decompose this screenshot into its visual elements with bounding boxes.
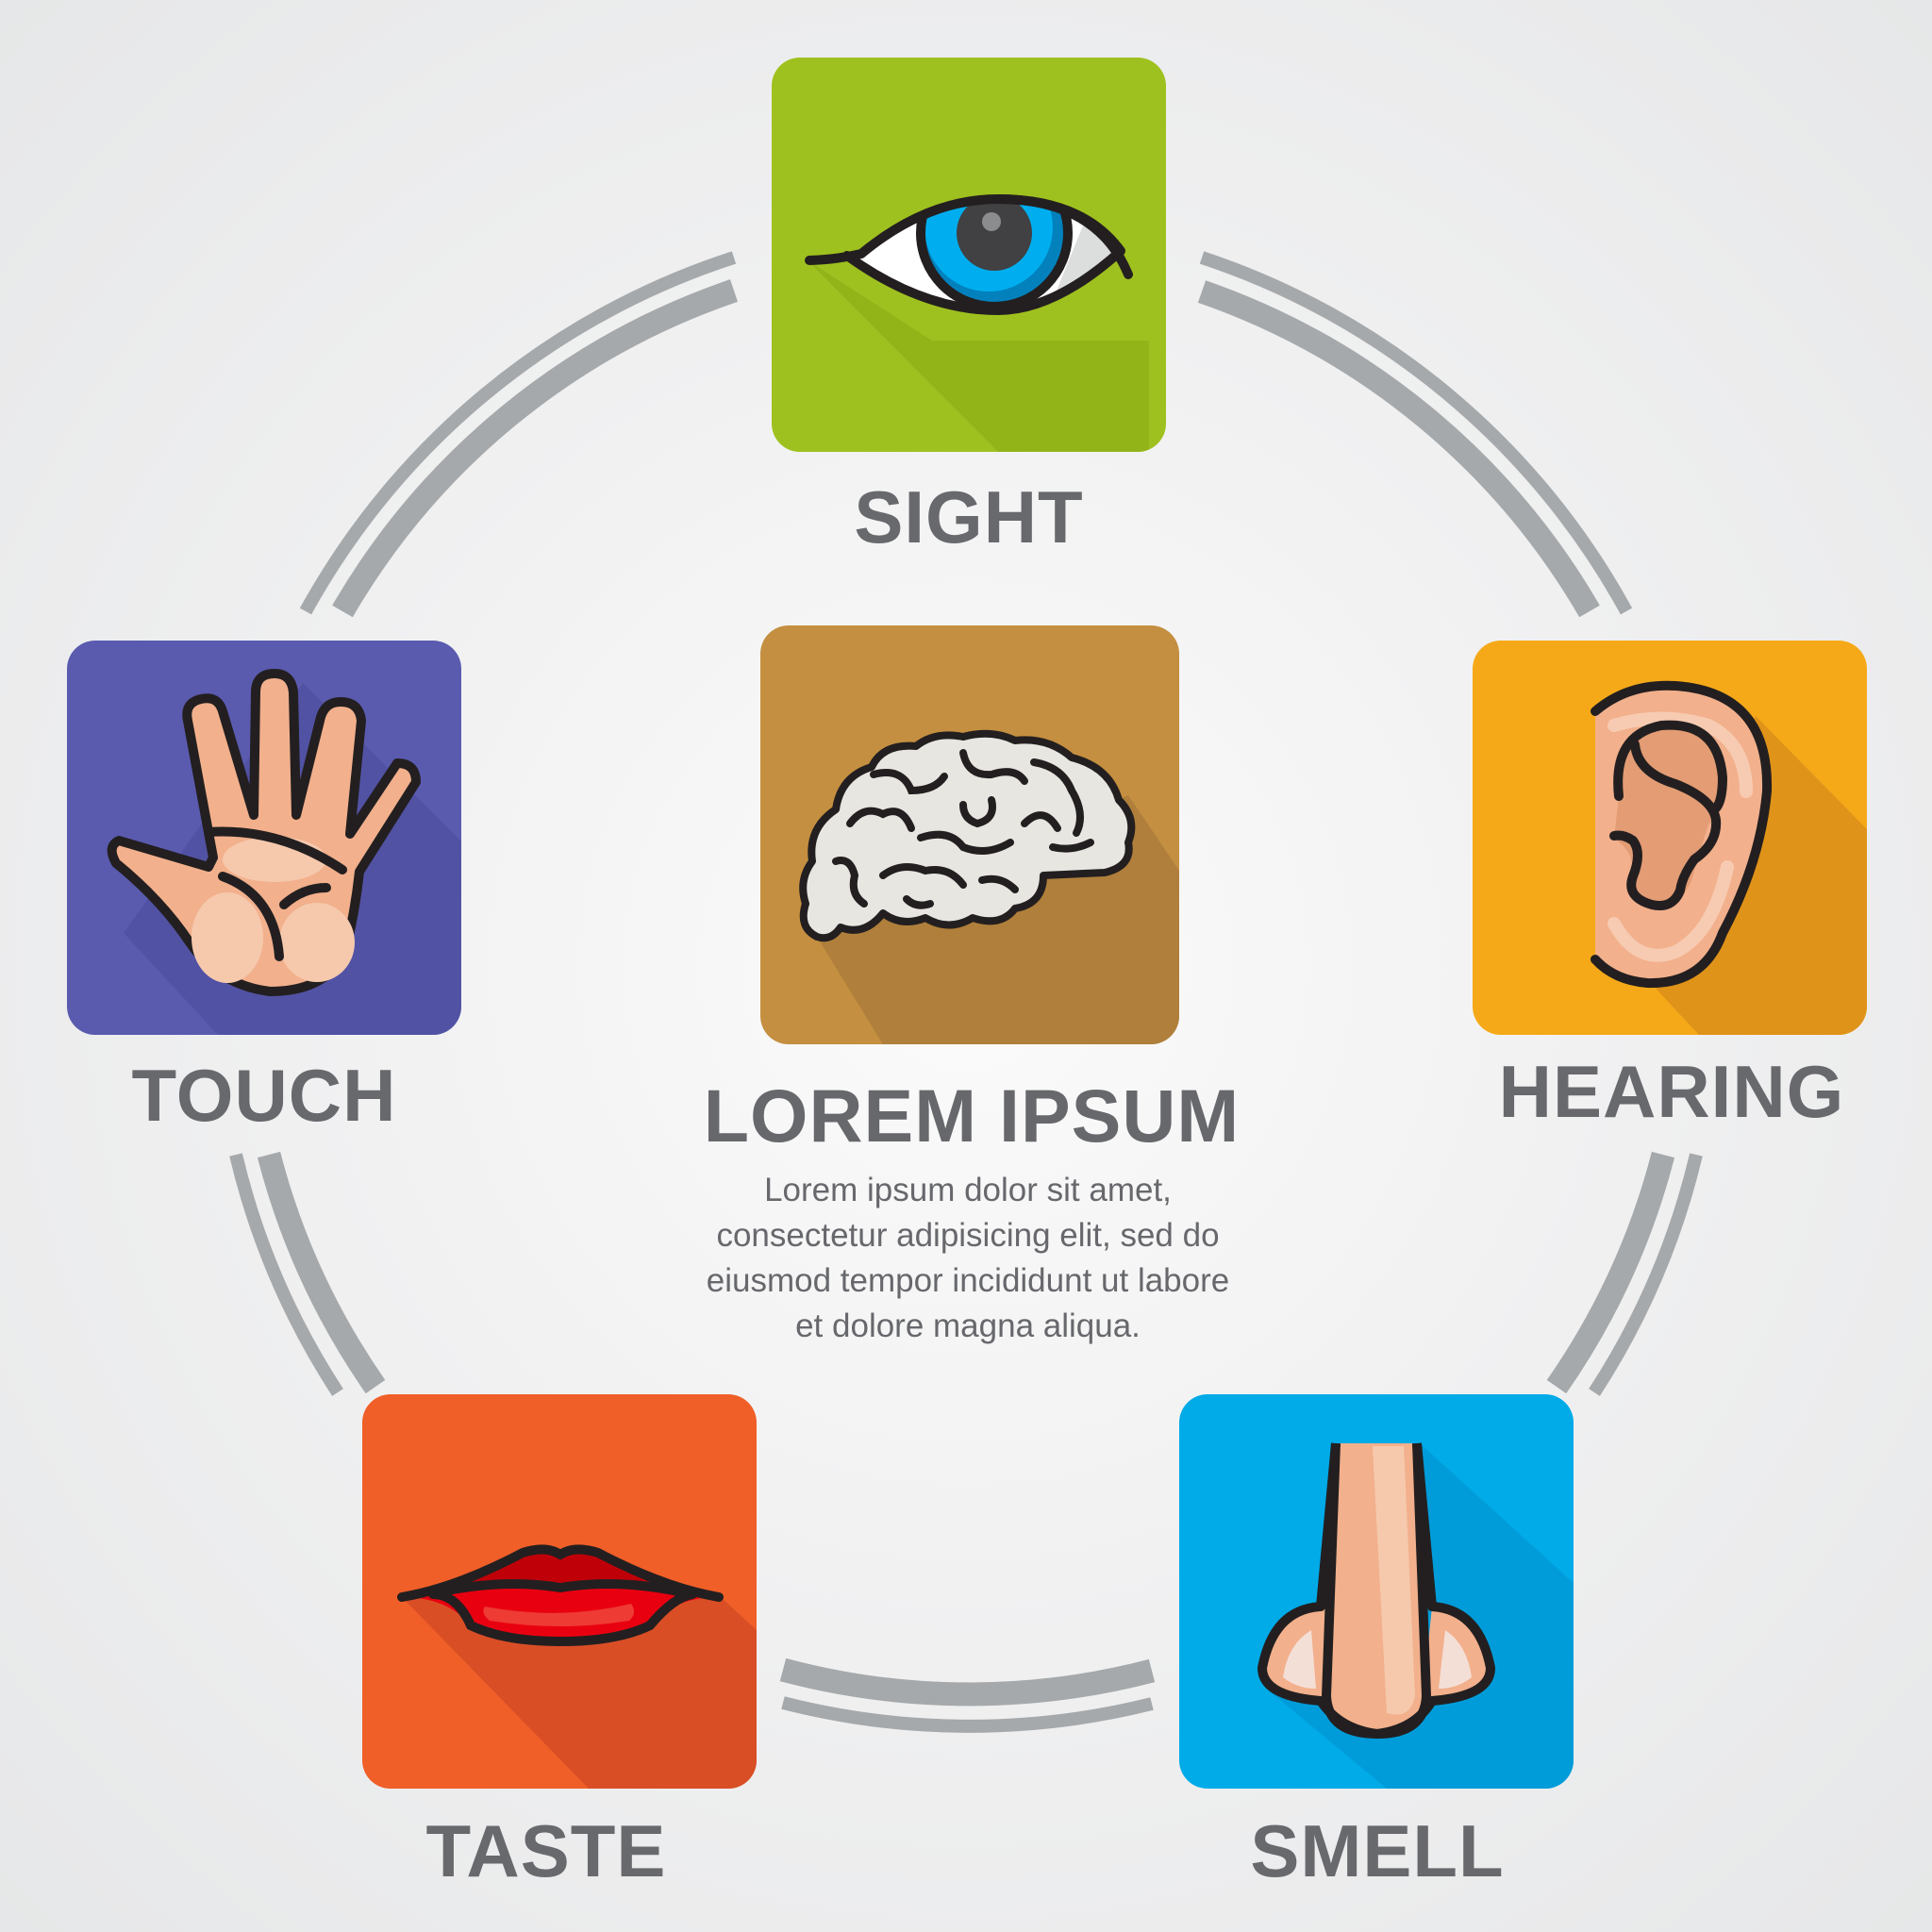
lips-icon (397, 1544, 757, 1789)
description-line: et dolore magna aliqua. (795, 1307, 1141, 1344)
description-line: eiusmod tempor incididunt ut labore (706, 1262, 1230, 1299)
arc-left-outer (229, 1153, 343, 1396)
hearing-tile (1473, 641, 1867, 1035)
brain-tile (760, 625, 1179, 1044)
description-line: consectetur adipisicing elit, sed do (716, 1217, 1220, 1254)
taste-tile (362, 1394, 757, 1789)
arc-bottom-outer (781, 1696, 1154, 1733)
arc-top-right-inner (1197, 280, 1600, 618)
description-line: Lorem ipsum dolor sit amet, (764, 1172, 1172, 1208)
sight-label: SIGHT (854, 475, 1084, 558)
taste-label: TASTE (425, 1809, 667, 1892)
smell-label: SMELL (1250, 1809, 1505, 1892)
sight-tile (772, 58, 1166, 452)
smell-tile (1179, 1394, 1574, 1789)
hand-icon (107, 669, 461, 1035)
center-description: Lorem ipsum dolor sit amet, consectetur … (609, 1168, 1326, 1349)
arc-top-left-outer (299, 251, 737, 615)
hearing-label: HEARING (1498, 1050, 1845, 1133)
arc-top-right-outer (1199, 251, 1633, 615)
arc-left-inner (257, 1151, 386, 1394)
brain-icon (799, 729, 1179, 1044)
arc-right-inner (1546, 1151, 1675, 1394)
eye-icon (805, 194, 1149, 452)
touch-tile (67, 641, 461, 1035)
arc-top-left-inner (332, 279, 739, 618)
ear-icon (1591, 680, 1867, 1035)
touch-label: TOUCH (131, 1054, 397, 1137)
center-title: LOREM IPSUM (703, 1074, 1241, 1158)
nose-icon (1257, 1442, 1574, 1789)
arc-bottom-inner (779, 1657, 1156, 1707)
arc-right-outer (1589, 1153, 1703, 1396)
